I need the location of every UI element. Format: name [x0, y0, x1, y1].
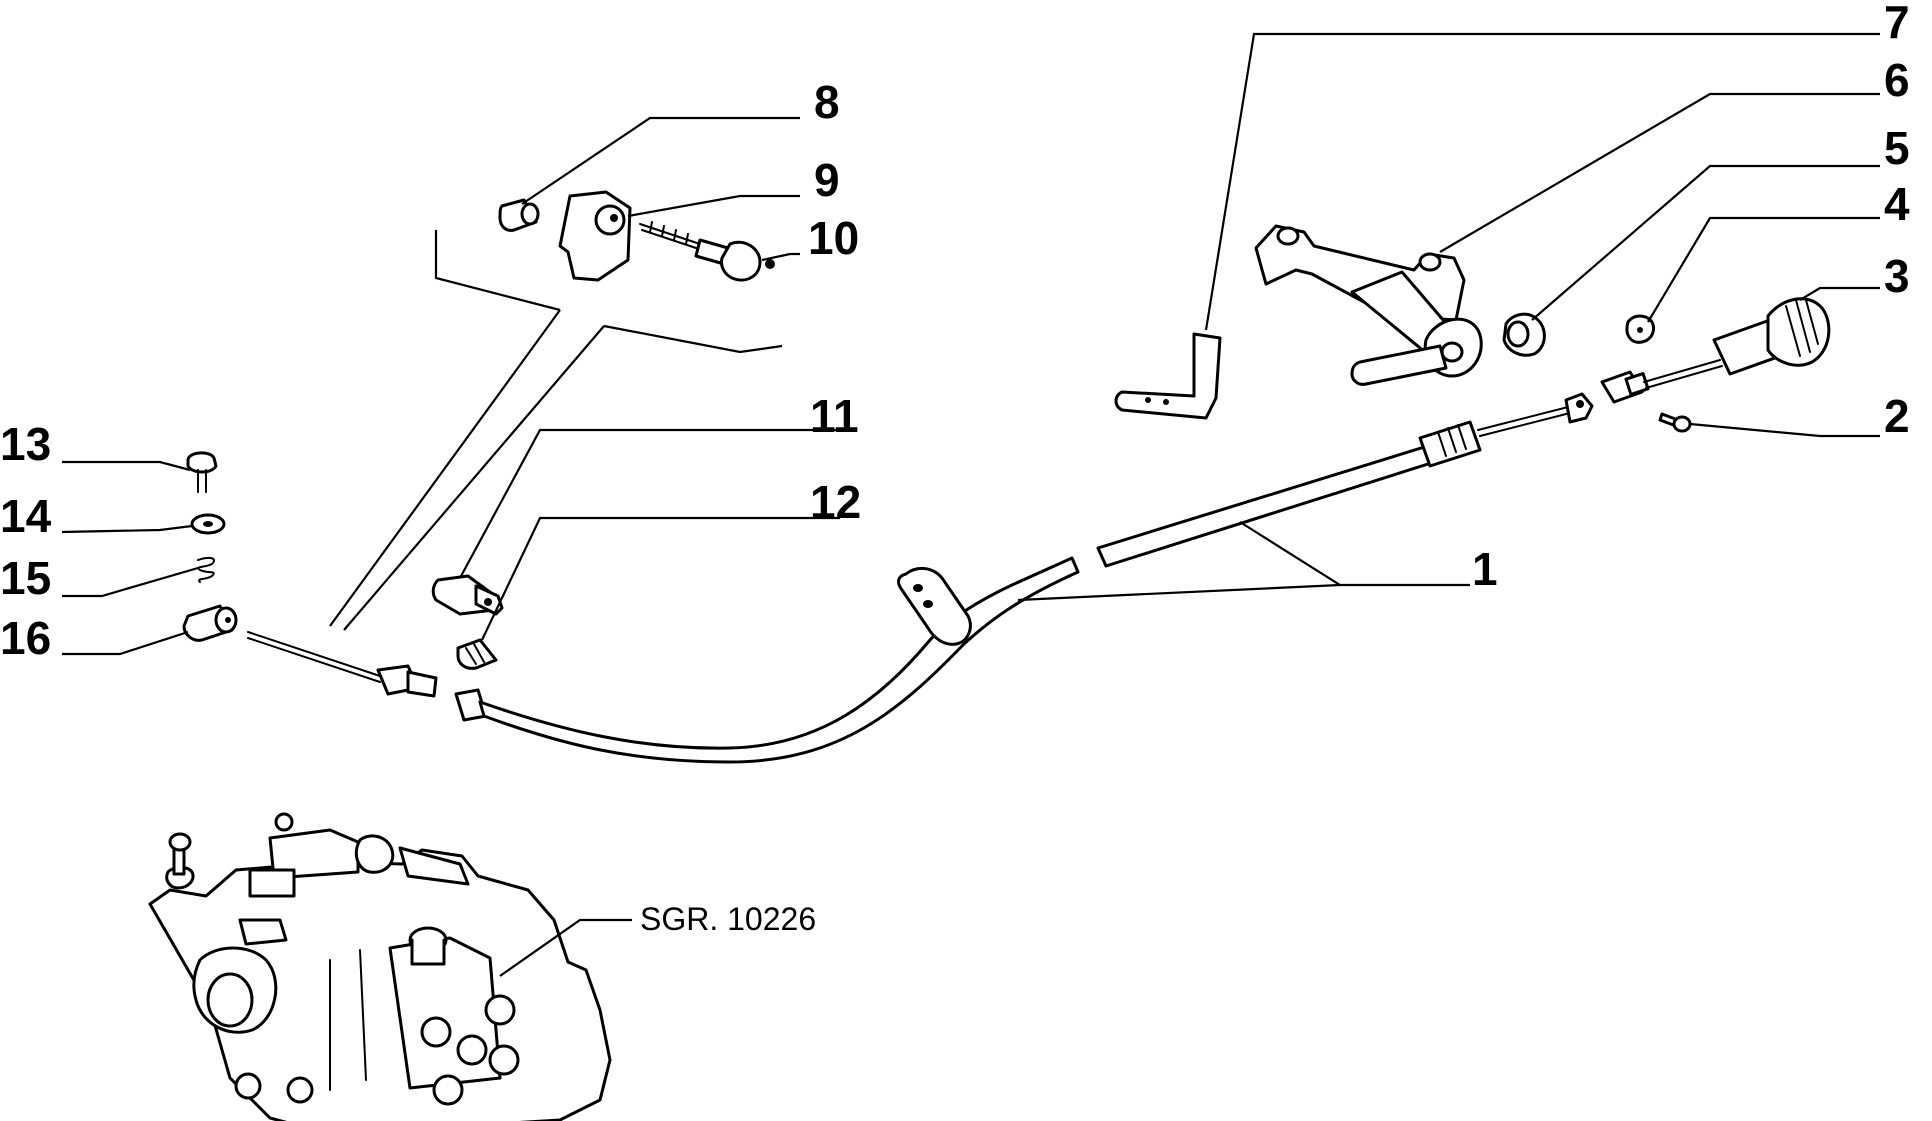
- spring-part-15: [197, 556, 216, 583]
- screw-part-2: [1658, 412, 1692, 433]
- callout-15: 15: [0, 552, 51, 604]
- callout-14: 14: [0, 490, 52, 542]
- callout-2: 2: [1884, 390, 1910, 442]
- bushing-part-8: [498, 198, 540, 232]
- callout-5: 5: [1884, 122, 1910, 174]
- callout-1: 1: [1472, 543, 1498, 595]
- callout-6: 6: [1884, 54, 1910, 106]
- callout-16: 16: [0, 612, 51, 664]
- washer-part-14: [190, 513, 226, 535]
- threaded-end-part-10: [639, 221, 775, 282]
- throttle-cable: [247, 392, 1594, 764]
- clamp-part-11: [431, 574, 504, 616]
- leader-lines: [61, 32, 1880, 977]
- callout-4: 4: [1884, 178, 1910, 230]
- bushing-part-5: [1502, 312, 1546, 357]
- clip-part-4: [1625, 314, 1656, 344]
- bushing-part-16: [182, 604, 238, 642]
- injection-pump-illustration: [148, 812, 612, 1121]
- connector-part-3: [1600, 297, 1831, 404]
- callout-13: 13: [0, 418, 51, 470]
- screw-part-13: [186, 451, 218, 493]
- callout-9: 9: [814, 154, 840, 206]
- callout-10: 10: [808, 212, 859, 264]
- callout-7: 7: [1884, 0, 1910, 48]
- bracket-part-9: [558, 190, 632, 282]
- callout-numbers: 1 2 3 4 5 6 7 8 9 10 11 12 13 14 15 16 S…: [0, 0, 1910, 937]
- lever-bracket-part-6: [1254, 224, 1483, 386]
- callout-11: 11: [810, 390, 859, 442]
- callout-12: 12: [810, 476, 861, 528]
- reference-label: SGR. 10226: [640, 901, 816, 937]
- callout-8: 8: [814, 76, 840, 128]
- nut-part-12: [456, 638, 498, 670]
- bracket-part-7: [1114, 332, 1222, 420]
- callout-3: 3: [1884, 250, 1910, 302]
